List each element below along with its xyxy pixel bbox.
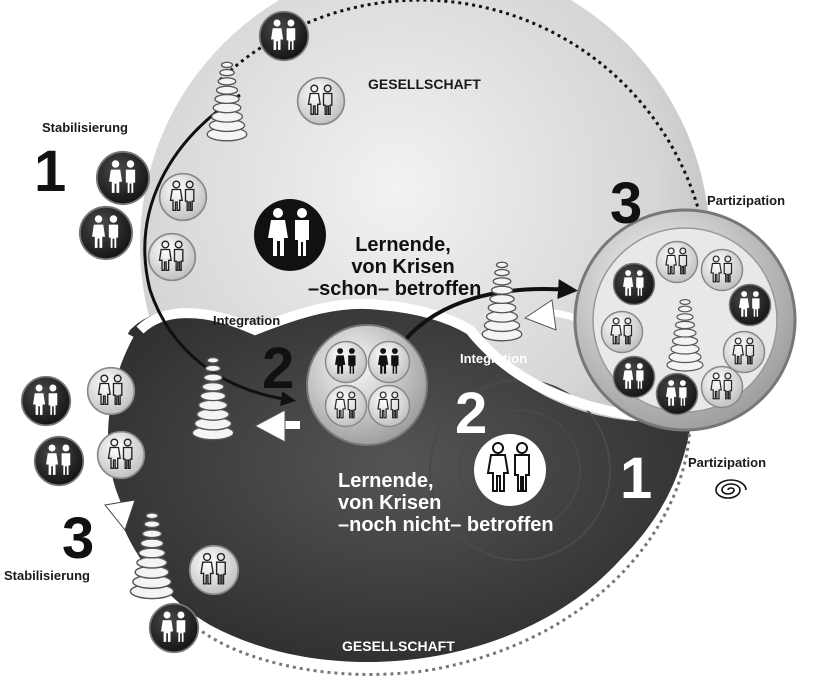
sphere-boundary-band: [136, 298, 701, 425]
affected-step-3: 3: [610, 171, 643, 236]
not-affected-line-1: Lernende,: [338, 470, 434, 492]
society-sphere-dark: [104, 303, 692, 676]
stabilisierung-label-bottom: Stabilisierung: [4, 568, 90, 583]
not-affected-step-2: 2: [455, 381, 488, 446]
not-affected-step-1: 1: [620, 446, 653, 511]
spiral-icon: [715, 479, 747, 499]
person-pair-dark-icon: [33, 435, 85, 487]
affected-group-label: Lernende, von Krisen –schon– betroffen: [308, 234, 481, 300]
person-pair-dark-icon: [258, 10, 310, 62]
person-pair-light-icon: [296, 76, 346, 126]
person-pair-light-icon: [147, 232, 197, 282]
society-label-bottom: GESELLSCHAFT: [342, 638, 455, 654]
integration-arrow: [403, 279, 578, 342]
person-pair-dark-icon: [95, 150, 151, 206]
society-label-top: GESELLSCHAFT: [368, 76, 481, 92]
not-affected-cycle-arrows: [99, 299, 577, 532]
affected-line-2: von Krisen: [351, 256, 455, 278]
affected-step-1: 1: [34, 139, 67, 204]
integration-label-right: Integration: [460, 351, 528, 366]
partizipation-label-top: Partizipation: [707, 193, 786, 208]
partizipation-label-bottom: Partizipation: [688, 455, 767, 470]
not-affected-group-label: Lernende, von Krisen –noch nicht– betrof…: [338, 470, 608, 536]
not-affected-line-3: –noch nicht– betroffen: [338, 514, 554, 536]
person-pair-light-icon: [188, 544, 240, 596]
person-pair-dark-icon: [20, 375, 72, 427]
affected-line-1: Lernende,: [355, 234, 451, 256]
not-affected-line-2: von Krisen: [338, 492, 442, 514]
not-affected-group-emblem: [474, 434, 546, 506]
integration-sphere: [306, 324, 428, 446]
integration-label-left: Integration: [213, 313, 281, 328]
affected-group-emblem: [254, 199, 326, 271]
person-pair-light-icon: [86, 366, 136, 416]
person-pair-light-icon: [158, 172, 208, 222]
affected-step-2: 2: [262, 336, 295, 401]
affected-line-3: –schon– betroffen: [308, 278, 482, 300]
affected-cycle-arrow: [143, 93, 296, 407]
person-pair-light-icon: [96, 430, 146, 480]
person-pair-dark-icon: [148, 602, 200, 654]
person-pair-dark-icon: [78, 205, 134, 261]
not-affected-step-3: 3: [62, 506, 95, 571]
stabilisierung-label-top: Stabilisierung: [42, 120, 128, 135]
